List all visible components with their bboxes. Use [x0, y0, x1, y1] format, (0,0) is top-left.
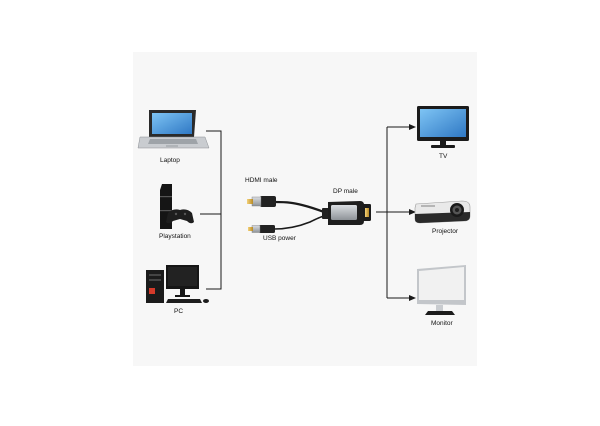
- dp-label: DP male: [333, 188, 358, 195]
- usb-power-label: USB power: [263, 235, 296, 242]
- monitor-icon: [417, 265, 466, 315]
- arrowheads: [409, 124, 416, 301]
- pc-label: PC: [174, 308, 184, 315]
- usb-connector-icon: [248, 215, 325, 233]
- hdmi-connector-icon: [247, 196, 325, 214]
- laptop-label: Laptop: [160, 157, 180, 164]
- game-console-icon: [160, 184, 194, 229]
- playstation-label: Playstation: [159, 233, 191, 240]
- tv-icon: [417, 106, 469, 148]
- output-arrows: [376, 126, 410, 299]
- tv-label: TV: [439, 153, 448, 160]
- projector-label: Projector: [432, 228, 459, 235]
- dp-connector-icon: [363, 204, 371, 221]
- hdmi-label: HDMI male: [245, 177, 278, 184]
- projector-icon: [414, 200, 471, 224]
- laptop-icon: [137, 110, 210, 149]
- monitor-label: Monitor: [431, 320, 453, 327]
- desktop-pc-icon: [146, 265, 209, 303]
- adapter-box-icon: [322, 201, 364, 225]
- source-connector-lines: [200, 130, 222, 290]
